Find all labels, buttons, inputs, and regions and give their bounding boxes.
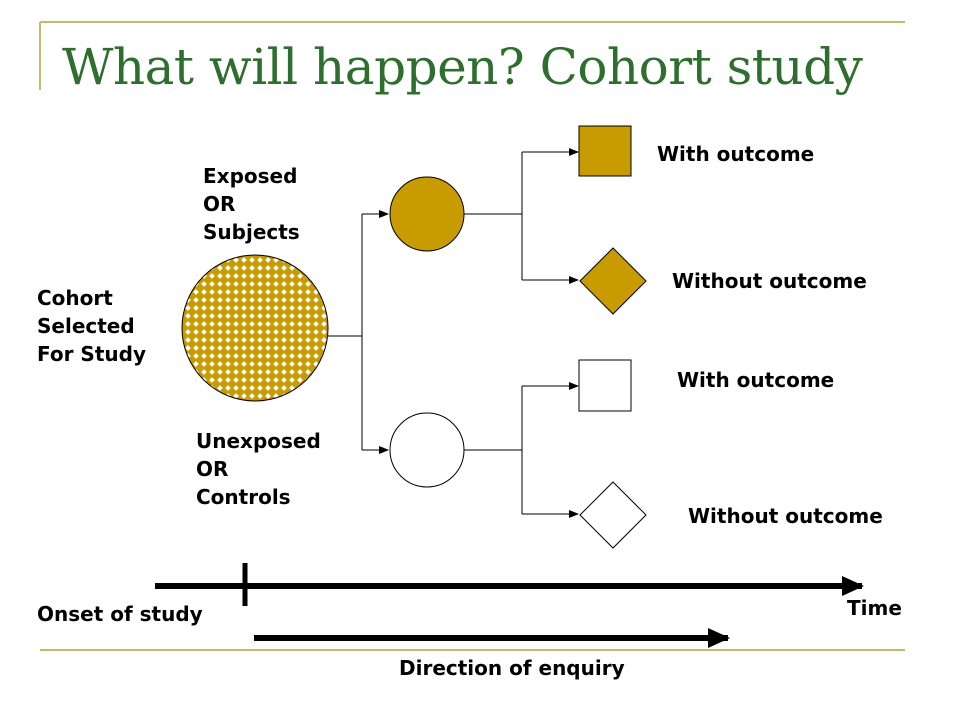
unexposed-label-line: Controls: [196, 485, 291, 509]
unexposed-label: Unexposed OR Controls: [196, 427, 321, 511]
unexposed-with-outcome-square: [578, 359, 632, 412]
time-label: Time: [847, 596, 902, 620]
unexposed-without-outcome-diamond: [579, 481, 647, 549]
exposed-label-line: Subjects: [203, 220, 300, 244]
exposed-circle: [389, 176, 465, 252]
cohort-circle: [181, 254, 329, 402]
exposed-without-outcome-label: Without outcome: [672, 269, 867, 293]
exposed-without-outcome-diamond: [579, 247, 647, 315]
onset-of-study-label: Onset of study: [37, 602, 203, 626]
exposed-with-outcome-square: [578, 125, 632, 177]
unexposed-label-line: Unexposed: [196, 429, 321, 453]
exposed-label: Exposed OR Subjects: [203, 162, 300, 246]
cohort-label-line: For Study: [37, 342, 146, 366]
cohort-label-line: Selected: [37, 314, 135, 338]
direction-of-enquiry-label: Direction of enquiry: [399, 656, 625, 680]
unexposed-with-outcome-label: With outcome: [677, 368, 835, 392]
exposed-with-outcome-label: With outcome: [657, 142, 815, 166]
unexposed-without-outcome-label: Without outcome: [688, 504, 883, 528]
exposed-label-line: Exposed: [203, 164, 298, 188]
exposed-label-line: OR: [203, 192, 236, 216]
cohort-label-line: Cohort: [37, 286, 113, 310]
unexposed-label-line: OR: [196, 457, 229, 481]
page-title: What will happen? Cohort study: [62, 38, 863, 96]
cohort-label: Cohort Selected For Study: [37, 284, 146, 368]
unexposed-circle: [389, 412, 465, 488]
